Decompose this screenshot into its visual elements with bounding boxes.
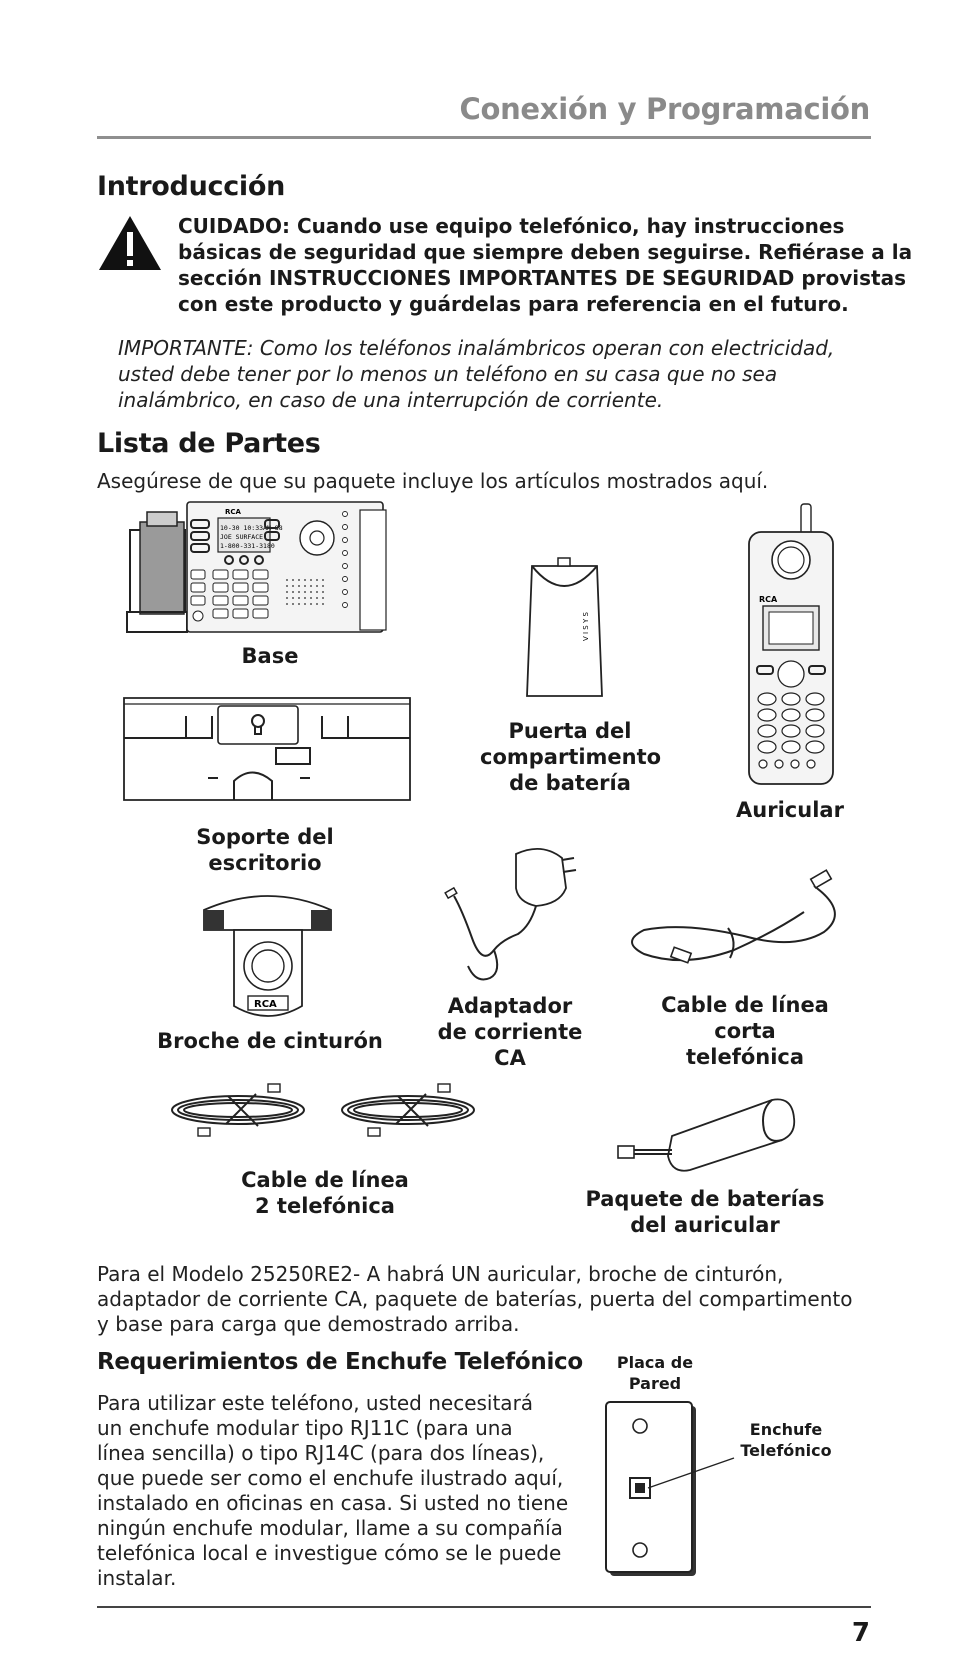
line-cord-label-line: Cable de línea <box>241 1168 409 1192</box>
wall-plate-label: Placa de Pared <box>610 1352 700 1394</box>
footer-divider <box>97 1606 871 1608</box>
line-cord-label-line: 2 telefónica <box>255 1194 395 1218</box>
jack-heading: Requerimientos de Enchufe Telefónico <box>97 1349 583 1375</box>
caution-paragraph: CUIDADO: Cuando use equipo telefónico, h… <box>178 213 912 317</box>
jack-line: línea sencilla) o tipo RJ14C (para dos l… <box>97 1441 545 1465</box>
caution-line: sección INSTRUCCIONES IMPORTANTES DE SEG… <box>178 266 907 290</box>
caution-line: básicas de seguridad que siempre deben s… <box>178 240 913 264</box>
jack-line: que puede ser como el enchufe ilustrado … <box>97 1466 564 1490</box>
jack-line: instalado en oficinas en casa. Si usted … <box>97 1491 569 1515</box>
parts-intro: Asegúrese de que su paquete incluye los … <box>97 469 769 493</box>
belt-clip-illustration: RCA <box>203 895 332 1017</box>
desk-stand-label-line: Soporte del <box>196 825 334 849</box>
section-title: Conexión y Programación <box>459 92 870 126</box>
jack-line: ningún enchufe modular, llame a su compa… <box>97 1516 563 1540</box>
battery-door-illustration: V I S Y S <box>526 557 603 697</box>
ac-adapter-illustration <box>444 848 577 981</box>
belt-clip-brand: RCA <box>254 999 277 1010</box>
jack-label: Enchufe Telefónico <box>738 1419 834 1461</box>
warning-icon <box>99 216 161 270</box>
jack-label-line: Telefónico <box>740 1441 832 1460</box>
svg-text:V I S Y S: V I S Y S <box>582 612 590 641</box>
base-screen-line: 1-800-331-3180 <box>220 542 275 550</box>
ac-adapter-label-line: CA <box>494 1046 526 1070</box>
short-cord-label-line: telefónica <box>685 1045 805 1069</box>
jack-label-line: Enchufe <box>749 1420 823 1439</box>
model-note-line: adaptador de corriente CA, paquete de ba… <box>97 1287 853 1311</box>
line-cord-illustration <box>171 1083 475 1137</box>
jack-line: instalar. <box>97 1566 177 1590</box>
battery-pack-label: Paquete de baterías del auricular <box>585 1186 825 1238</box>
handset-brand: RCA <box>759 595 778 604</box>
jack-line: telefónica local e investigue cómo se le… <box>97 1541 562 1565</box>
intro-heading: Introducción <box>97 171 286 202</box>
jack-paragraph: Para utilizar este teléfono, usted neces… <box>97 1391 568 1591</box>
ac-adapter-label: Adaptador de corriente CA <box>430 993 590 1071</box>
model-note-line: y base para carga que demostrado arriba. <box>97 1312 520 1336</box>
base-screen-line: 10-30 10:33AM 88 <box>220 524 283 532</box>
important-paragraph: IMPORTANTE: Como los teléfonos inalámbri… <box>118 335 834 413</box>
header-divider <box>97 136 871 139</box>
handset-label: Auricular <box>736 798 844 822</box>
desk-stand-label: Soporte del escritorio <box>180 824 350 876</box>
base-label: Base <box>241 644 299 668</box>
base-brand: RCA <box>225 508 242 516</box>
line-cord-label: Cable de línea 2 telefónica <box>225 1167 425 1219</box>
parts-heading: Lista de Partes <box>97 428 321 459</box>
model-note-paragraph: Para el Modelo 25250RE2- A habrá UN auri… <box>97 1262 852 1337</box>
jack-line: Para utilizar este teléfono, usted neces… <box>97 1391 534 1415</box>
caution-line: CUIDADO: Cuando use equipo telefónico, h… <box>178 214 845 238</box>
short-cord-label: Cable de línea corta telefónica <box>630 992 860 1070</box>
caution-line: con este producto y guárdelas para refer… <box>178 292 849 316</box>
jack-line: un enchufe modular tipo RJ11C (para una <box>97 1416 513 1440</box>
page-number: 7 <box>851 1618 870 1648</box>
short-cord-label-line: Cable de línea corta <box>661 993 829 1043</box>
belt-clip-label: Broche de cinturón <box>157 1029 383 1053</box>
battery-pack-label-line: del auricular <box>630 1213 780 1237</box>
battery-door-label-line: Puerta del <box>508 719 632 743</box>
wall-plate-illustration <box>605 1401 735 1576</box>
wall-plate-label-line: Placa de <box>616 1353 694 1372</box>
model-note-line: Para el Modelo 25250RE2- A habrá UN auri… <box>97 1262 784 1286</box>
battery-door-label-line: compartimento <box>480 745 662 769</box>
base-screen-line: JOE SURFACE <box>220 533 263 541</box>
base-phone-illustration: RCA 10-30 10:33AM 88 JOE SURFACE 1-800-3… <box>126 501 387 633</box>
battery-pack-illustration <box>617 1098 796 1172</box>
battery-door-label: Puerta del compartimento de batería <box>480 718 662 796</box>
important-line: IMPORTANTE: Como los teléfonos inalámbri… <box>118 336 835 360</box>
desk-stand-illustration <box>123 697 411 801</box>
ac-adapter-label-line: de corriente <box>437 1020 583 1044</box>
wall-plate-label-line: Pared <box>628 1374 682 1393</box>
important-line: usted debe tener por lo menos un teléfon… <box>118 362 778 386</box>
battery-door-label-line: de batería <box>509 771 631 795</box>
ac-adapter-label-line: Adaptador <box>447 994 573 1018</box>
desk-stand-label-line: escritorio <box>208 851 322 875</box>
short-cord-illustration <box>631 869 836 964</box>
handset-illustration: RCA <box>748 503 834 785</box>
important-line: inalámbrico, en caso de una interrupción… <box>118 388 664 412</box>
battery-pack-label-line: Paquete de baterías <box>585 1187 825 1211</box>
